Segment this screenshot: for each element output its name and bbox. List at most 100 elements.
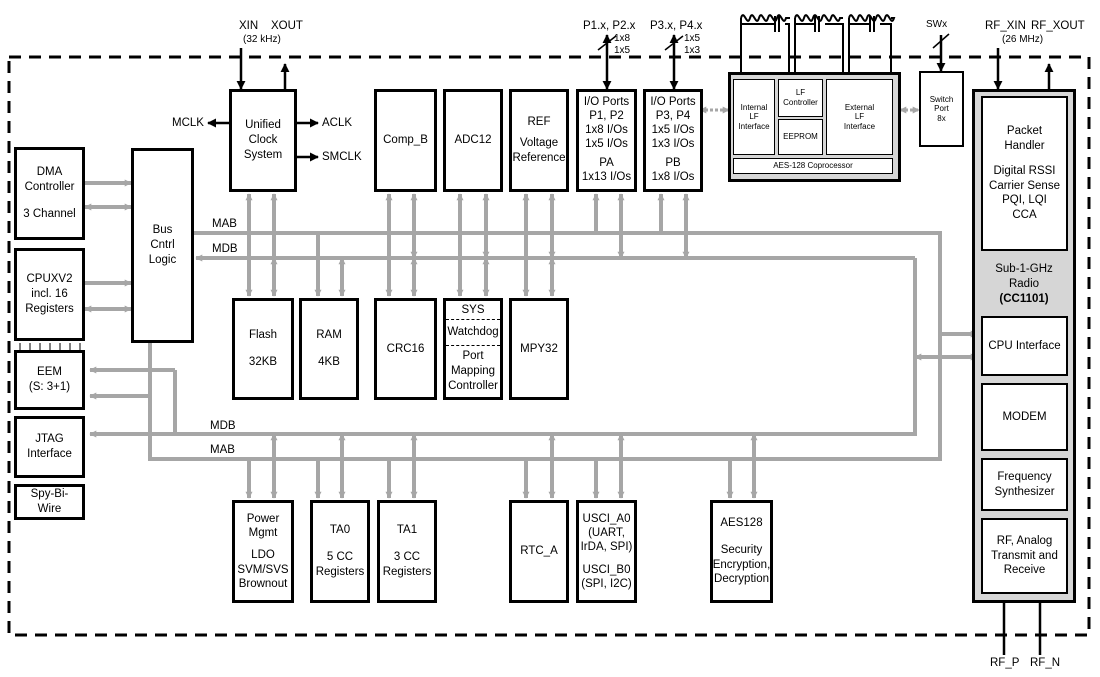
ta1-line-3: Registers bbox=[382, 565, 432, 578]
rtc-a-block: RTC_A bbox=[509, 500, 569, 603]
internal-line-3: Interface bbox=[738, 121, 770, 131]
mab-lower-label: MAB bbox=[210, 444, 235, 456]
aes-128-coprocessor-block: AES-128 Coprocessor bbox=[733, 158, 893, 174]
ucs-line-2: Clock bbox=[248, 134, 278, 147]
port-pa-block: I/O Ports P1, P2 1x8 I/Os 1x5 I/Os PA 1x… bbox=[576, 89, 637, 192]
usci-line-1: USCI_A0 bbox=[582, 513, 631, 526]
pm-line-2: Mapping bbox=[450, 365, 496, 378]
aes-line-3: Encryption, bbox=[712, 558, 771, 571]
sys-watchdog-port-block: SYS Watchdog Port Mapping Controller bbox=[443, 298, 503, 400]
spy-bi-wire-block: Spy-Bi- Wire bbox=[14, 484, 85, 520]
internal-lf-interface-block: Internal LF Interface bbox=[733, 79, 775, 155]
rf-xin-label: RF_XIN bbox=[985, 20, 1026, 32]
flash-line-2: 32KB bbox=[248, 356, 278, 368]
aclk-label: ACLK bbox=[322, 117, 353, 129]
cc1101-label: (CC1101) bbox=[999, 292, 1049, 305]
external-lf-interface-block: External LF Interface bbox=[826, 79, 893, 155]
rf-line-1: RF, Analog bbox=[996, 534, 1053, 547]
rf-line-2: Transmit and bbox=[991, 549, 1058, 562]
usci-line-3: IrDA, SPI) bbox=[580, 541, 633, 554]
unified-clock-system-block: Unified Clock System bbox=[229, 89, 297, 192]
chip-boundary bbox=[7, 55, 1091, 637]
xtal-freq-label: (32 kHz) bbox=[243, 34, 281, 45]
pmm-line-2: Mgmt bbox=[248, 526, 278, 539]
lfctrl-line-2: Controller bbox=[783, 98, 818, 107]
aes128-block: AES128 Security Encryption, Decryption bbox=[710, 500, 773, 603]
ram-line-1: RAM bbox=[316, 329, 342, 342]
sub1ghz-line-1: Sub-1-GHz bbox=[995, 263, 1053, 275]
mdb-upper-label: MDB bbox=[212, 243, 238, 255]
port-pb-block: I/O Ports P3, P4 1x5 I/Os 1x3 I/Os PB 1x… bbox=[643, 89, 703, 192]
usci-line-2: (UART, bbox=[588, 527, 625, 540]
dma-line-3: 3 Channel bbox=[23, 207, 76, 220]
bus-line-1: Bus bbox=[152, 224, 173, 237]
packet-line-3: Digital RSSI bbox=[993, 164, 1056, 177]
flash-line-1: Flash bbox=[248, 329, 278, 342]
usci-line-5: (SPI, I2C) bbox=[581, 577, 632, 590]
cpu-interface-block: CPU Interface bbox=[981, 316, 1068, 376]
ta0-line-1: TA0 bbox=[329, 524, 351, 537]
swx-label: SWx bbox=[926, 19, 948, 30]
aes-line-2: Security bbox=[720, 543, 763, 556]
rf-xout-label: RF_XOUT bbox=[1031, 20, 1085, 32]
packet-line-6: CCA bbox=[1012, 209, 1037, 222]
usci-block: USCI_A0 (UART, IrDA, SPI) USCI_B0 (SPI, … bbox=[576, 500, 637, 603]
pa-line-5: PA bbox=[599, 157, 614, 170]
port-mapping-section: Port Mapping Controller bbox=[446, 345, 500, 397]
adc-label: ADC12 bbox=[454, 134, 492, 147]
aes-line-4: Decryption bbox=[714, 573, 769, 586]
rf-xtal-label: (26 MHz) bbox=[1002, 34, 1044, 45]
switch-port-block: Switch Port 8x bbox=[919, 71, 964, 147]
packet-line-4: Carrier Sense bbox=[989, 179, 1060, 192]
pmm-line-3: LDO bbox=[251, 549, 275, 562]
jtag-line-2: Interface bbox=[27, 448, 72, 460]
p34-width-1: 1x5 bbox=[684, 33, 701, 44]
bus-line-3: Logic bbox=[148, 253, 177, 266]
eem-block: EEM (S: 3+1) bbox=[14, 350, 85, 410]
xout-label: XOUT bbox=[271, 20, 303, 32]
jtag-block: JTAG Interface bbox=[14, 416, 85, 478]
packet-line-2: Handler bbox=[1004, 139, 1045, 152]
flash-block: Flash 32KB bbox=[232, 298, 294, 400]
mpy-label: MPY32 bbox=[520, 342, 558, 355]
packet-handler-block: Packet Handler Digital RSSI Carrier Sens… bbox=[981, 96, 1068, 251]
sub1ghz-radio-label: Sub-1-GHz Radio (CC1101) bbox=[974, 262, 1074, 307]
mdb-lower-label: MDB bbox=[210, 420, 236, 432]
sys-label: SYS bbox=[461, 303, 485, 316]
internal-line-1: Internal bbox=[740, 102, 768, 112]
eeprom-block: EEPROM bbox=[778, 119, 823, 155]
spybiwire-line-1: Spy-Bi- bbox=[30, 488, 69, 501]
copro-label: AES-128 Coprocessor bbox=[773, 161, 853, 171]
eeprom-label: EEPROM bbox=[783, 132, 818, 142]
spybiwire-line-2: Wire bbox=[37, 503, 62, 515]
ref-block: REF Voltage Reference bbox=[509, 89, 569, 192]
pmm-line-1: Power bbox=[246, 512, 280, 525]
cpu-block: CPUXV2 incl. 16 Registers bbox=[14, 248, 85, 341]
ram-line-2: 4KB bbox=[318, 356, 340, 368]
lfctrl-line-1: LF bbox=[795, 88, 806, 98]
mclk-label: MCLK bbox=[172, 117, 204, 129]
p12-label: P1.x, P2.x bbox=[583, 20, 636, 32]
pb-line-5: PB bbox=[665, 157, 681, 170]
pmm-line-4: SVM/SVS bbox=[237, 563, 289, 576]
switch-line-2: Port bbox=[934, 104, 949, 114]
pb-line-4: 1x3 I/Os bbox=[651, 137, 695, 150]
pa-line-1: I/O Ports bbox=[583, 96, 630, 109]
rf-p-label: RF_P bbox=[990, 657, 1020, 669]
mdb-upper-bus bbox=[89, 258, 917, 438]
pmm-line-5: Brownout bbox=[238, 578, 288, 591]
lf-controller-block: LF Controller bbox=[778, 79, 823, 117]
dma-line-1: DMA bbox=[36, 166, 63, 179]
ta0-block: TA0 5 CC Registers bbox=[310, 500, 370, 603]
bus-line-2: Cntrl bbox=[150, 239, 175, 252]
watchdog-label: Watchdog bbox=[447, 326, 499, 339]
rf-line-3: Receive bbox=[1003, 564, 1046, 577]
internal-line-2: LF bbox=[749, 112, 759, 122]
pa-line-2: P1, P2 bbox=[589, 109, 624, 122]
pb-line-6: 1x8 I/Os bbox=[651, 171, 695, 184]
cpu-line-3: Registers bbox=[25, 302, 74, 315]
pa-line-4: 1x5 I/Os bbox=[585, 137, 628, 150]
ta0-line-2: 5 CC bbox=[326, 551, 354, 564]
jtag-line-1: JTAG bbox=[35, 433, 64, 446]
sys-section: SYS bbox=[446, 301, 500, 319]
